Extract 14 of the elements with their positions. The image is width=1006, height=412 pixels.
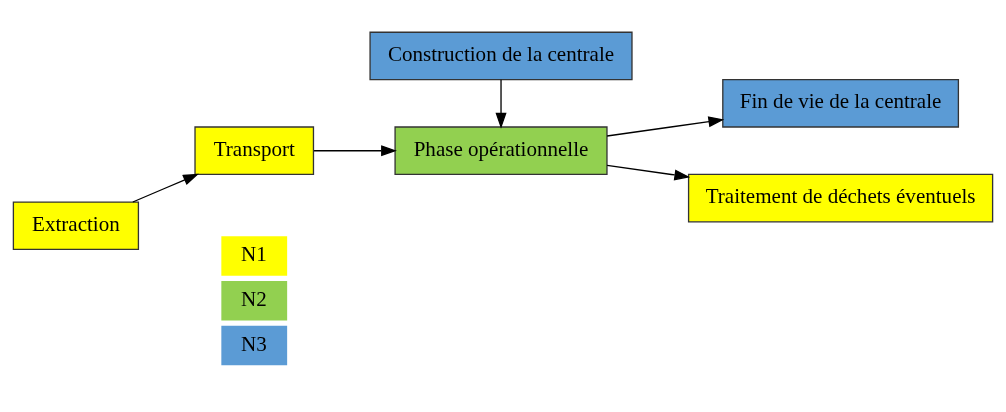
arrow: [313, 145, 397, 157]
arrow: [495, 79, 507, 129]
legend-label: N2: [241, 286, 267, 311]
legend-label: N1: [241, 242, 267, 267]
legend-label: N3: [241, 331, 267, 356]
node-box: Extraction: [12, 201, 140, 251]
node-box: Phase opérationnelle: [394, 126, 608, 176]
arrow: [606, 116, 725, 137]
node-box: Transport: [194, 126, 315, 176]
node-box: Construction de la centrale: [369, 31, 633, 81]
node-box: Traitement de déchets éventuels: [687, 173, 994, 223]
arrow: [132, 173, 199, 203]
node-box: Fin de vie de la centrale: [722, 79, 960, 128]
arrow: [606, 164, 691, 181]
